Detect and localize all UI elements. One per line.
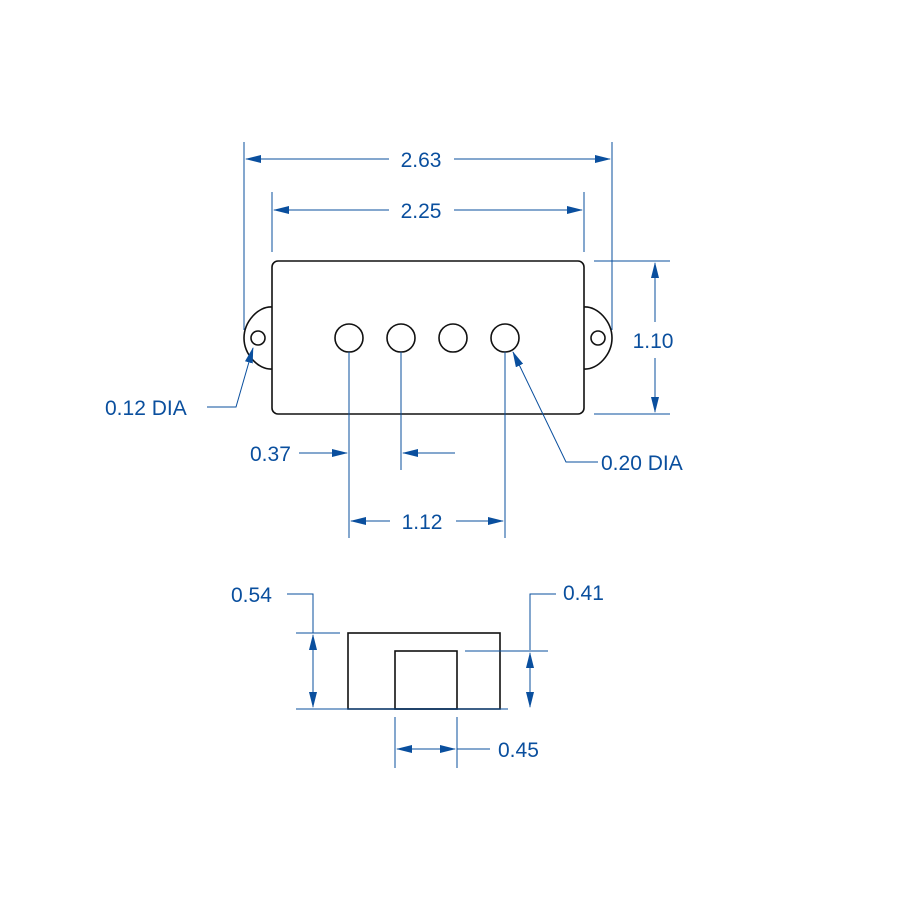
- label-height: 1.10: [633, 330, 674, 353]
- right-mount-hole: [590, 330, 606, 346]
- label-pole-offset: 0.37: [250, 443, 291, 466]
- top-view: [243, 260, 613, 415]
- right-mounting-ear: [583, 306, 613, 370]
- label-pole-span: 1.12: [402, 511, 443, 534]
- leader-mount-hole: [207, 347, 254, 408]
- label-pole-hole-dia: 0.20 DIA: [601, 452, 683, 475]
- label-inner-width: 0.45: [498, 739, 539, 762]
- top-view-dimensions: [207, 142, 670, 538]
- side-view: [347, 632, 501, 710]
- side-body-outline: [347, 632, 501, 710]
- pole-piece-3: [438, 323, 468, 353]
- label-mount-hole-dia: 0.12 DIA: [105, 397, 187, 420]
- left-mounting-ear: [243, 306, 273, 370]
- label-body-width: 2.25: [401, 200, 442, 223]
- left-mount-hole: [250, 330, 266, 346]
- label-overall-width: 2.63: [401, 149, 442, 172]
- side-inner-block: [394, 650, 458, 710]
- label-inner-height: 0.41: [563, 582, 604, 605]
- pickup-body-outline: [271, 260, 585, 415]
- label-side-height: 0.54: [231, 584, 272, 607]
- leader-pole-hole: [512, 351, 598, 463]
- side-view-dimensions: [287, 593, 556, 768]
